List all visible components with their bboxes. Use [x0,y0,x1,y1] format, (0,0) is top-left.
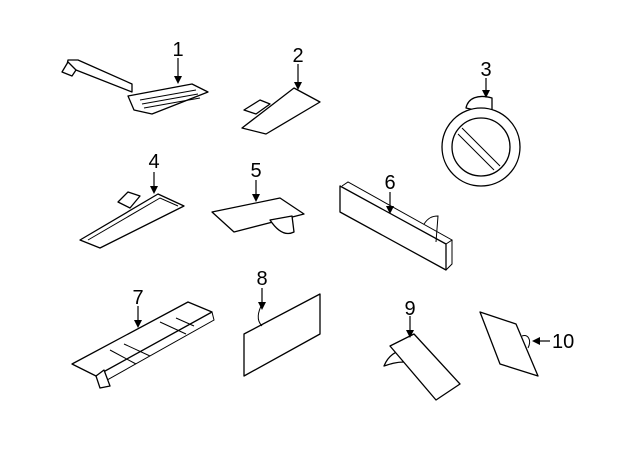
arrowhead-7 [134,320,142,328]
arrowhead-3 [482,90,490,98]
arrowhead-8 [258,302,266,310]
arrowhead-6 [386,206,394,214]
arrowhead-2 [294,82,302,90]
callout-4: 4 [148,151,159,173]
part-7-strip-label[interactable] [71,301,215,389]
callout-2: 2 [292,45,303,67]
callout-9: 9 [404,298,415,320]
part-4-label[interactable] [79,191,185,249]
part-3-round-label[interactable] [441,95,521,187]
callout-6: 6 [384,172,395,194]
part-8-label[interactable] [243,293,321,377]
callout-10: 10 [552,331,574,353]
callout-3: 3 [480,59,491,81]
callout-8: 8 [256,268,267,290]
arrowhead-1 [174,76,182,84]
arrowhead-4 [150,186,158,194]
part-9-label[interactable] [383,333,461,401]
arrowhead-10 [532,337,540,345]
arrowhead-5 [252,194,260,202]
part-5-label[interactable] [211,197,305,235]
part-10-label[interactable] [479,311,539,377]
part-2-label[interactable] [241,87,321,135]
callout-1: 1 [172,39,183,61]
callout-7: 7 [132,287,143,309]
callout-5: 5 [250,160,261,182]
part-1-strip-label[interactable] [61,59,209,115]
arrowhead-9 [406,330,414,338]
part-6-label[interactable] [339,181,453,271]
